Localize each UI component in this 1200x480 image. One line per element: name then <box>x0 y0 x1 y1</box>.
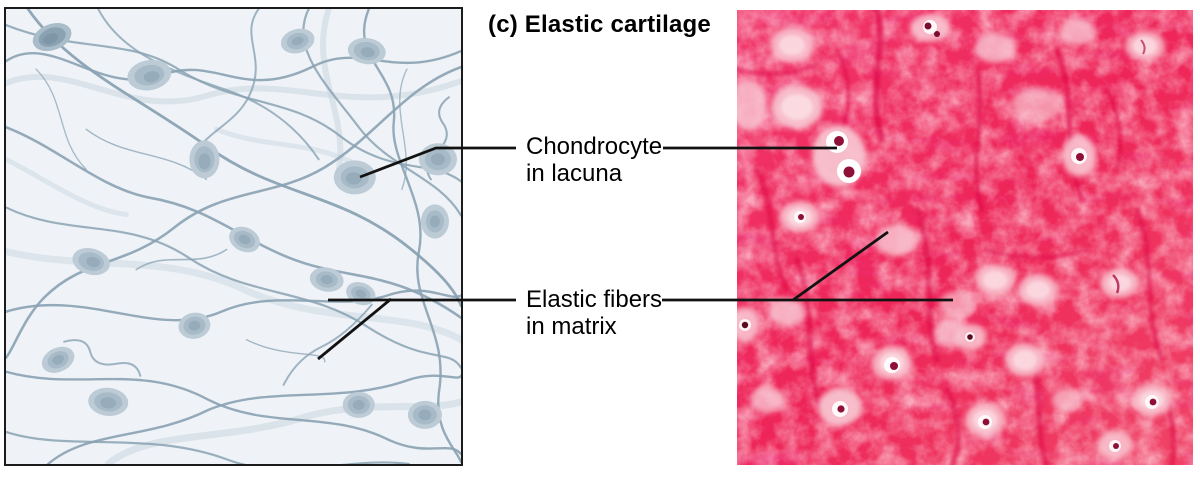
label-chondrocyte-line2: in lacuna <box>526 160 623 187</box>
label-elastic-fibers-line2: in matrix <box>526 313 617 340</box>
label-chondrocyte-in-lacuna: Chondrocyte in lacuna <box>526 133 662 187</box>
elastic-cartilage-micrograph <box>737 10 1193 465</box>
elastic-cartilage-drawing <box>6 9 461 464</box>
label-chondrocyte-line1: Chondrocyte <box>526 133 663 160</box>
label-elastic-fibers-in-matrix: Elastic fibers in matrix <box>526 286 662 340</box>
micrograph-panel <box>737 10 1193 465</box>
micrograph-fiber-streaks <box>737 10 1177 465</box>
figure-title: (c) Elastic cartilage <box>488 11 711 38</box>
micrograph-fiber-texture <box>737 10 1193 465</box>
lacunae-and-nuclei <box>739 20 1159 452</box>
illustration-panel <box>4 7 463 466</box>
micrograph-cells-layer <box>737 14 1172 459</box>
label-elastic-fibers-line1: Elastic fibers <box>526 286 663 313</box>
